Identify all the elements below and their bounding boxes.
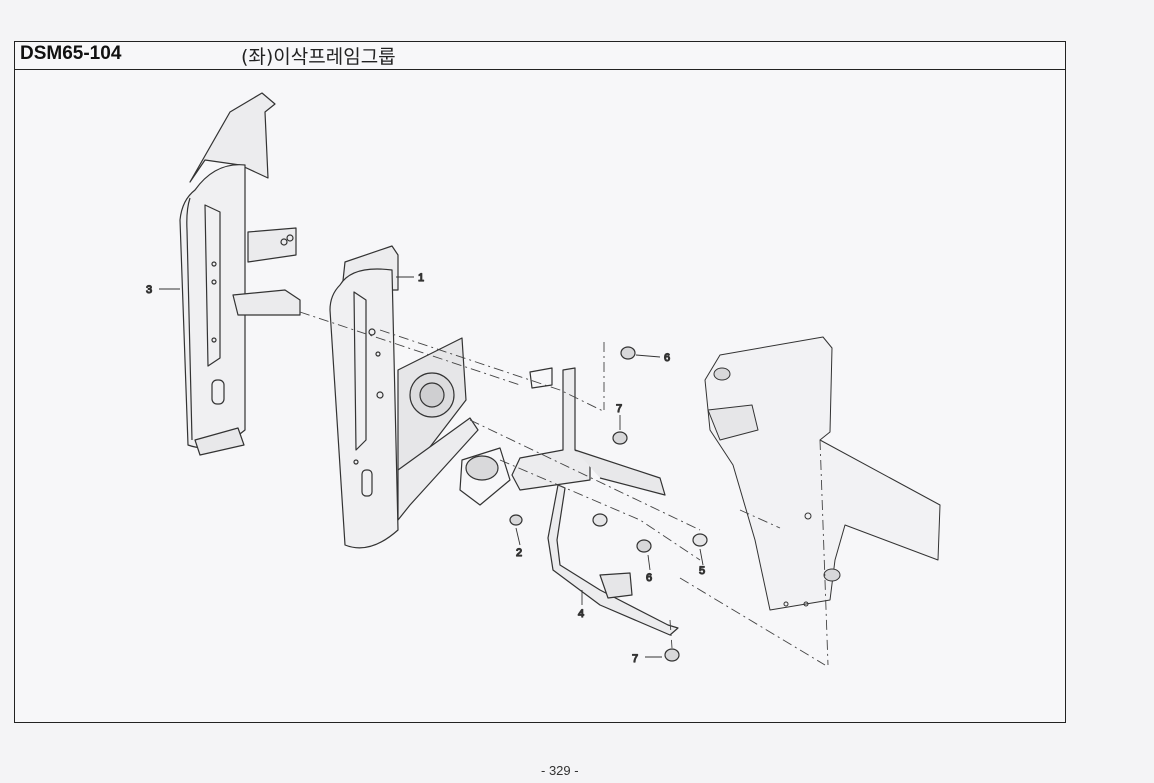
machine-side-panel (704, 336, 941, 611)
page-number: - 329 - (541, 763, 579, 778)
callout-7b: 7 (632, 653, 638, 665)
callout-3: 3 (146, 284, 152, 296)
part-group-code: DSM65-104 (20, 43, 122, 64)
callout-6b: 6 (646, 572, 652, 584)
part-group-title: (좌)이삭프레임그룹 (241, 46, 396, 68)
callout-5: 5 (699, 565, 705, 577)
alignment-lines (299, 311, 829, 666)
part-3-rear-cover (179, 92, 301, 456)
header-bar: DSM65-104 (좌)이삭프레임그룹 (15, 42, 1065, 70)
callout-6a: 6 (664, 352, 670, 364)
part-1-main-frame (329, 245, 479, 549)
fasteners (509, 346, 680, 662)
callout-7a: 7 (616, 403, 622, 415)
callout-4: 4 (578, 608, 584, 620)
callout-1: 1 (418, 272, 424, 284)
part-4-bracket (459, 367, 679, 636)
callout-2: 2 (516, 547, 522, 559)
part-5-nut (592, 513, 708, 547)
leader-lines (159, 276, 704, 658)
